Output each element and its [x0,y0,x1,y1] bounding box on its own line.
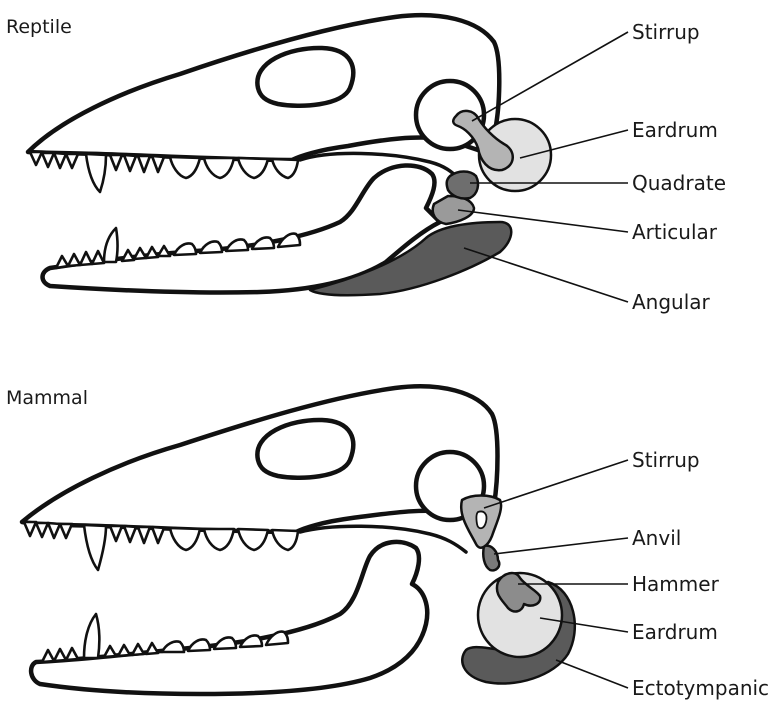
mammal-panel: Mammal [6,386,769,700]
mammal-upper-teeth [24,522,298,570]
mammal-stirrup-foramen [476,511,486,528]
mammal-label-anvil: Anvil [632,526,681,550]
reptile-label-quadrate: Quadrate [632,171,726,195]
reptile-title: Reptile [6,16,72,38]
reptile-upper-teeth [30,152,298,192]
reptile-quadrate-bone [447,172,478,199]
reptile-panel: Reptile [6,15,726,314]
mammal-label-hammer: Hammer [632,572,720,596]
mammal-title: Mammal [6,387,88,409]
mammal-label-stirrup: Stirrup [632,448,700,472]
mammal-label-eardrum: Eardrum [632,620,718,644]
reptile-label-articular: Articular [632,220,718,244]
mammal-lower-jaw [31,542,427,694]
reptile-label-angular: Angular [632,290,711,314]
reptile-label-stirrup: Stirrup [632,20,700,44]
reptile-label-eardrum: Eardrum [632,118,718,142]
reptile-articular-bone [433,196,474,224]
mammal-anvil-bone [483,546,499,571]
mammal-label-ectotympanic: Ectotympanic [632,676,769,700]
